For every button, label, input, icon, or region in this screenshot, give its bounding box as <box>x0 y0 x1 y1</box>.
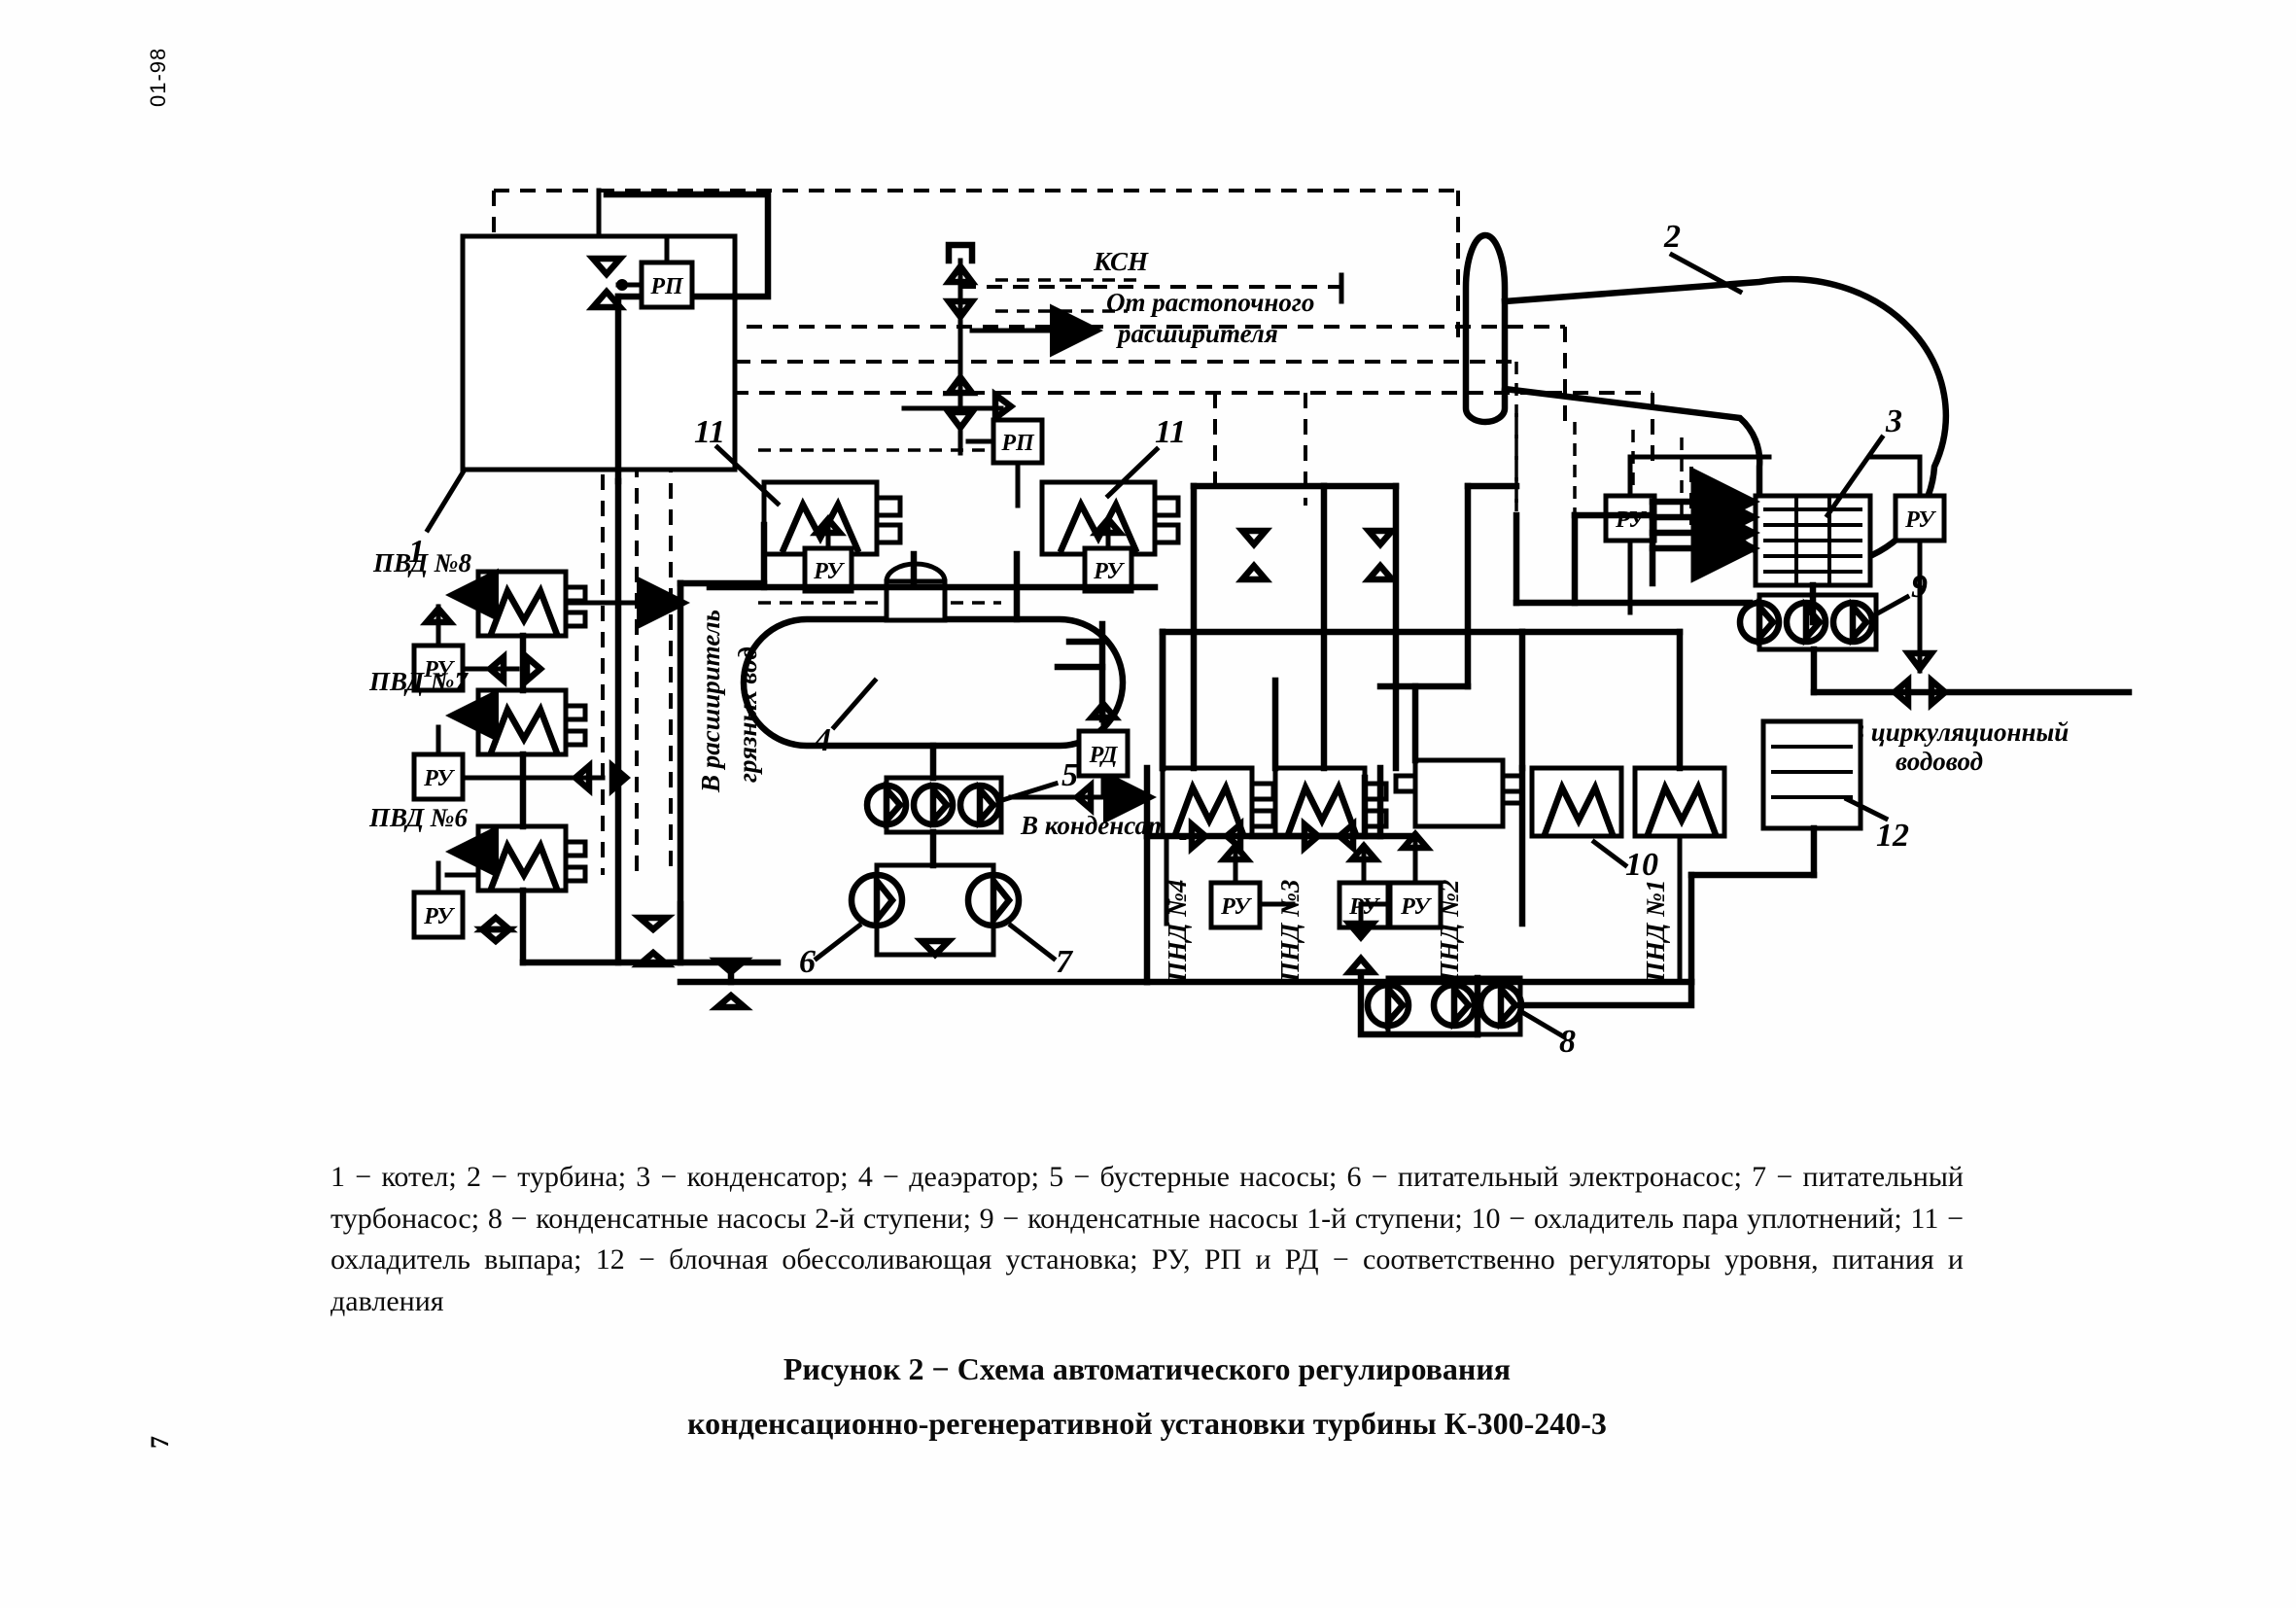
vapour-cooler-left: 11 <box>694 414 903 557</box>
controller-ru-vapour-right[interactable]: РУ <box>1082 514 1134 594</box>
callout-seal-steam-cooler: 10 <box>1625 847 1658 883</box>
label-to-dirty-water-l1: В расширитель <box>696 610 725 793</box>
svg-text:РУ: РУ <box>1615 507 1647 533</box>
heater-pvd6: ПВД №6 <box>368 803 588 893</box>
callout-booster-pumps: 5 <box>1061 757 1078 793</box>
svg-text:РУ: РУ <box>1400 894 1432 920</box>
boiler-unit: 1 <box>408 188 772 570</box>
condensate-pumps-stage2: 8 <box>1341 920 1695 1060</box>
label-to-dirty-water-l2: грязных вод <box>733 647 762 783</box>
callout-vapour-cooler-left: 11 <box>694 414 725 450</box>
controller-ru-pvd7[interactable]: РУ <box>411 724 631 802</box>
callout-condensate-pumps-stage2: 8 <box>1559 1024 1576 1060</box>
callout-condensate-pumps-stage1: 9 <box>1911 569 1928 605</box>
label-to-circulation-l2: водовод <box>1896 747 1983 776</box>
valve-boiler-feed <box>585 255 628 311</box>
feed-water-trunk <box>519 477 1151 1011</box>
diagram-frames <box>677 579 1526 966</box>
controller-rp-deaerator[interactable]: РП <box>965 417 1045 508</box>
svg-text:РУ: РУ <box>1904 507 1936 533</box>
svg-text:РП: РП <box>1000 431 1035 456</box>
svg-text:РУ: РУ <box>1093 559 1125 584</box>
booster-pumps: 5 <box>863 742 1078 869</box>
callout-boiler: 1 <box>408 534 425 570</box>
callout-feed-electric-pump: 6 <box>799 944 816 980</box>
callout-vapour-cooler-right: 11 <box>1155 414 1186 450</box>
figure-caption: Рисунок 2 − Схема автоматического регули… <box>330 1342 1964 1451</box>
deaerator-right-riser <box>1054 620 1106 723</box>
callout-turbine: 2 <box>1663 219 1681 255</box>
seal-steam-cooler: 10 <box>1529 765 1658 883</box>
label-pvd6: ПВД №6 <box>368 803 468 832</box>
svg-text:РП: РП <box>649 274 684 299</box>
ksn-branch: КСН От растопочного расширителя <box>901 241 1351 456</box>
controller-ru-pvd6[interactable]: РУ <box>411 860 518 946</box>
feed-pumps: 6 7 <box>799 862 1074 980</box>
callout-desalting-unit: 12 <box>1876 818 1909 854</box>
desalting-unit: 12 <box>1687 718 1909 986</box>
misc-piping <box>1143 482 1695 986</box>
label-pnd1: ПНД №1 <box>1641 880 1670 983</box>
deaerator-tank: 4 <box>706 521 1159 758</box>
label-pvd8: ПВД №8 <box>372 548 471 577</box>
controller-ru-pvd8[interactable]: РУ <box>411 604 545 693</box>
schematic-diagram: .s { fill:none; stroke:#000; stroke-widt… <box>368 188 2133 1060</box>
svg-text:РУ: РУ <box>1220 894 1252 920</box>
controller-rp-boiler[interactable]: РП <box>615 233 695 310</box>
label-from-startup-expander-l1: От растопочного <box>1106 288 1314 317</box>
controller-rd-deaerator[interactable]: РД <box>1076 699 1131 798</box>
callout-condenser: 3 <box>1885 403 1902 439</box>
label-to-circulation-l1: В циркуляционный <box>1846 717 2069 747</box>
controller-ru-pnd4[interactable]: РУ <box>1208 841 1296 930</box>
label-ksn: КСН <box>1093 247 1149 276</box>
callout-deaerator: 4 <box>814 722 831 758</box>
heater-pnd1: ПНД №1 <box>1632 765 1727 985</box>
svg-text:РУ: РУ <box>423 904 455 929</box>
to-circulation-conduit: В циркуляционный водовод <box>1810 673 2133 776</box>
controller-ru-vapour-left[interactable]: РУ <box>802 514 854 594</box>
vapour-cooler-right: 11 <box>1039 414 1186 557</box>
heater-pnd2: ПНД №2 <box>1393 757 1525 983</box>
heater-pnd3: ПНД №3 <box>1272 765 1389 983</box>
label-pvd7: ПВД №7 <box>368 667 469 696</box>
label-pnd3: ПНД №3 <box>1275 880 1305 983</box>
heater-pnd4: ПНД №4 <box>1160 765 1276 983</box>
svg-text:РУ: РУ <box>423 657 455 682</box>
heater-pvd7: ПВД №7 <box>368 667 588 757</box>
figure-caption-line1: Рисунок 2 − Схема автоматического регули… <box>783 1351 1512 1386</box>
condenser-unit: 3 <box>1753 403 1902 626</box>
heater-pvd8: ПВД №8 <box>372 548 690 639</box>
page-number: 7 <box>146 1436 174 1449</box>
controller-ru-pnd3[interactable]: РУ <box>1337 841 1391 930</box>
controller-ru-pnd2[interactable]: РУ <box>1358 829 1444 940</box>
svg-text:РУ: РУ <box>813 559 845 584</box>
to-dirty-water-expander-label: В расширитель грязных вод <box>696 610 762 793</box>
svg-text:РУ: РУ <box>1348 894 1380 920</box>
callout-feed-turbo-pump: 7 <box>1056 944 1074 980</box>
controller-ru-condenser-right[interactable]: РУ <box>1867 454 1947 675</box>
label-from-startup-expander-l2: расширителя <box>1116 319 1278 348</box>
condenser-inlet-bundle <box>1513 467 1760 607</box>
figure-caption-line2: конденсационно-регенеративной установки … <box>687 1406 1607 1441</box>
svg-text:РД: РД <box>1089 743 1119 768</box>
svg-text:РУ: РУ <box>423 766 455 791</box>
condensate-pumps-stage1: 9 <box>1736 569 1928 696</box>
figure-legend: 1 − котел; 2 − турбина; 3 − конденсатор;… <box>330 1161 1964 1317</box>
